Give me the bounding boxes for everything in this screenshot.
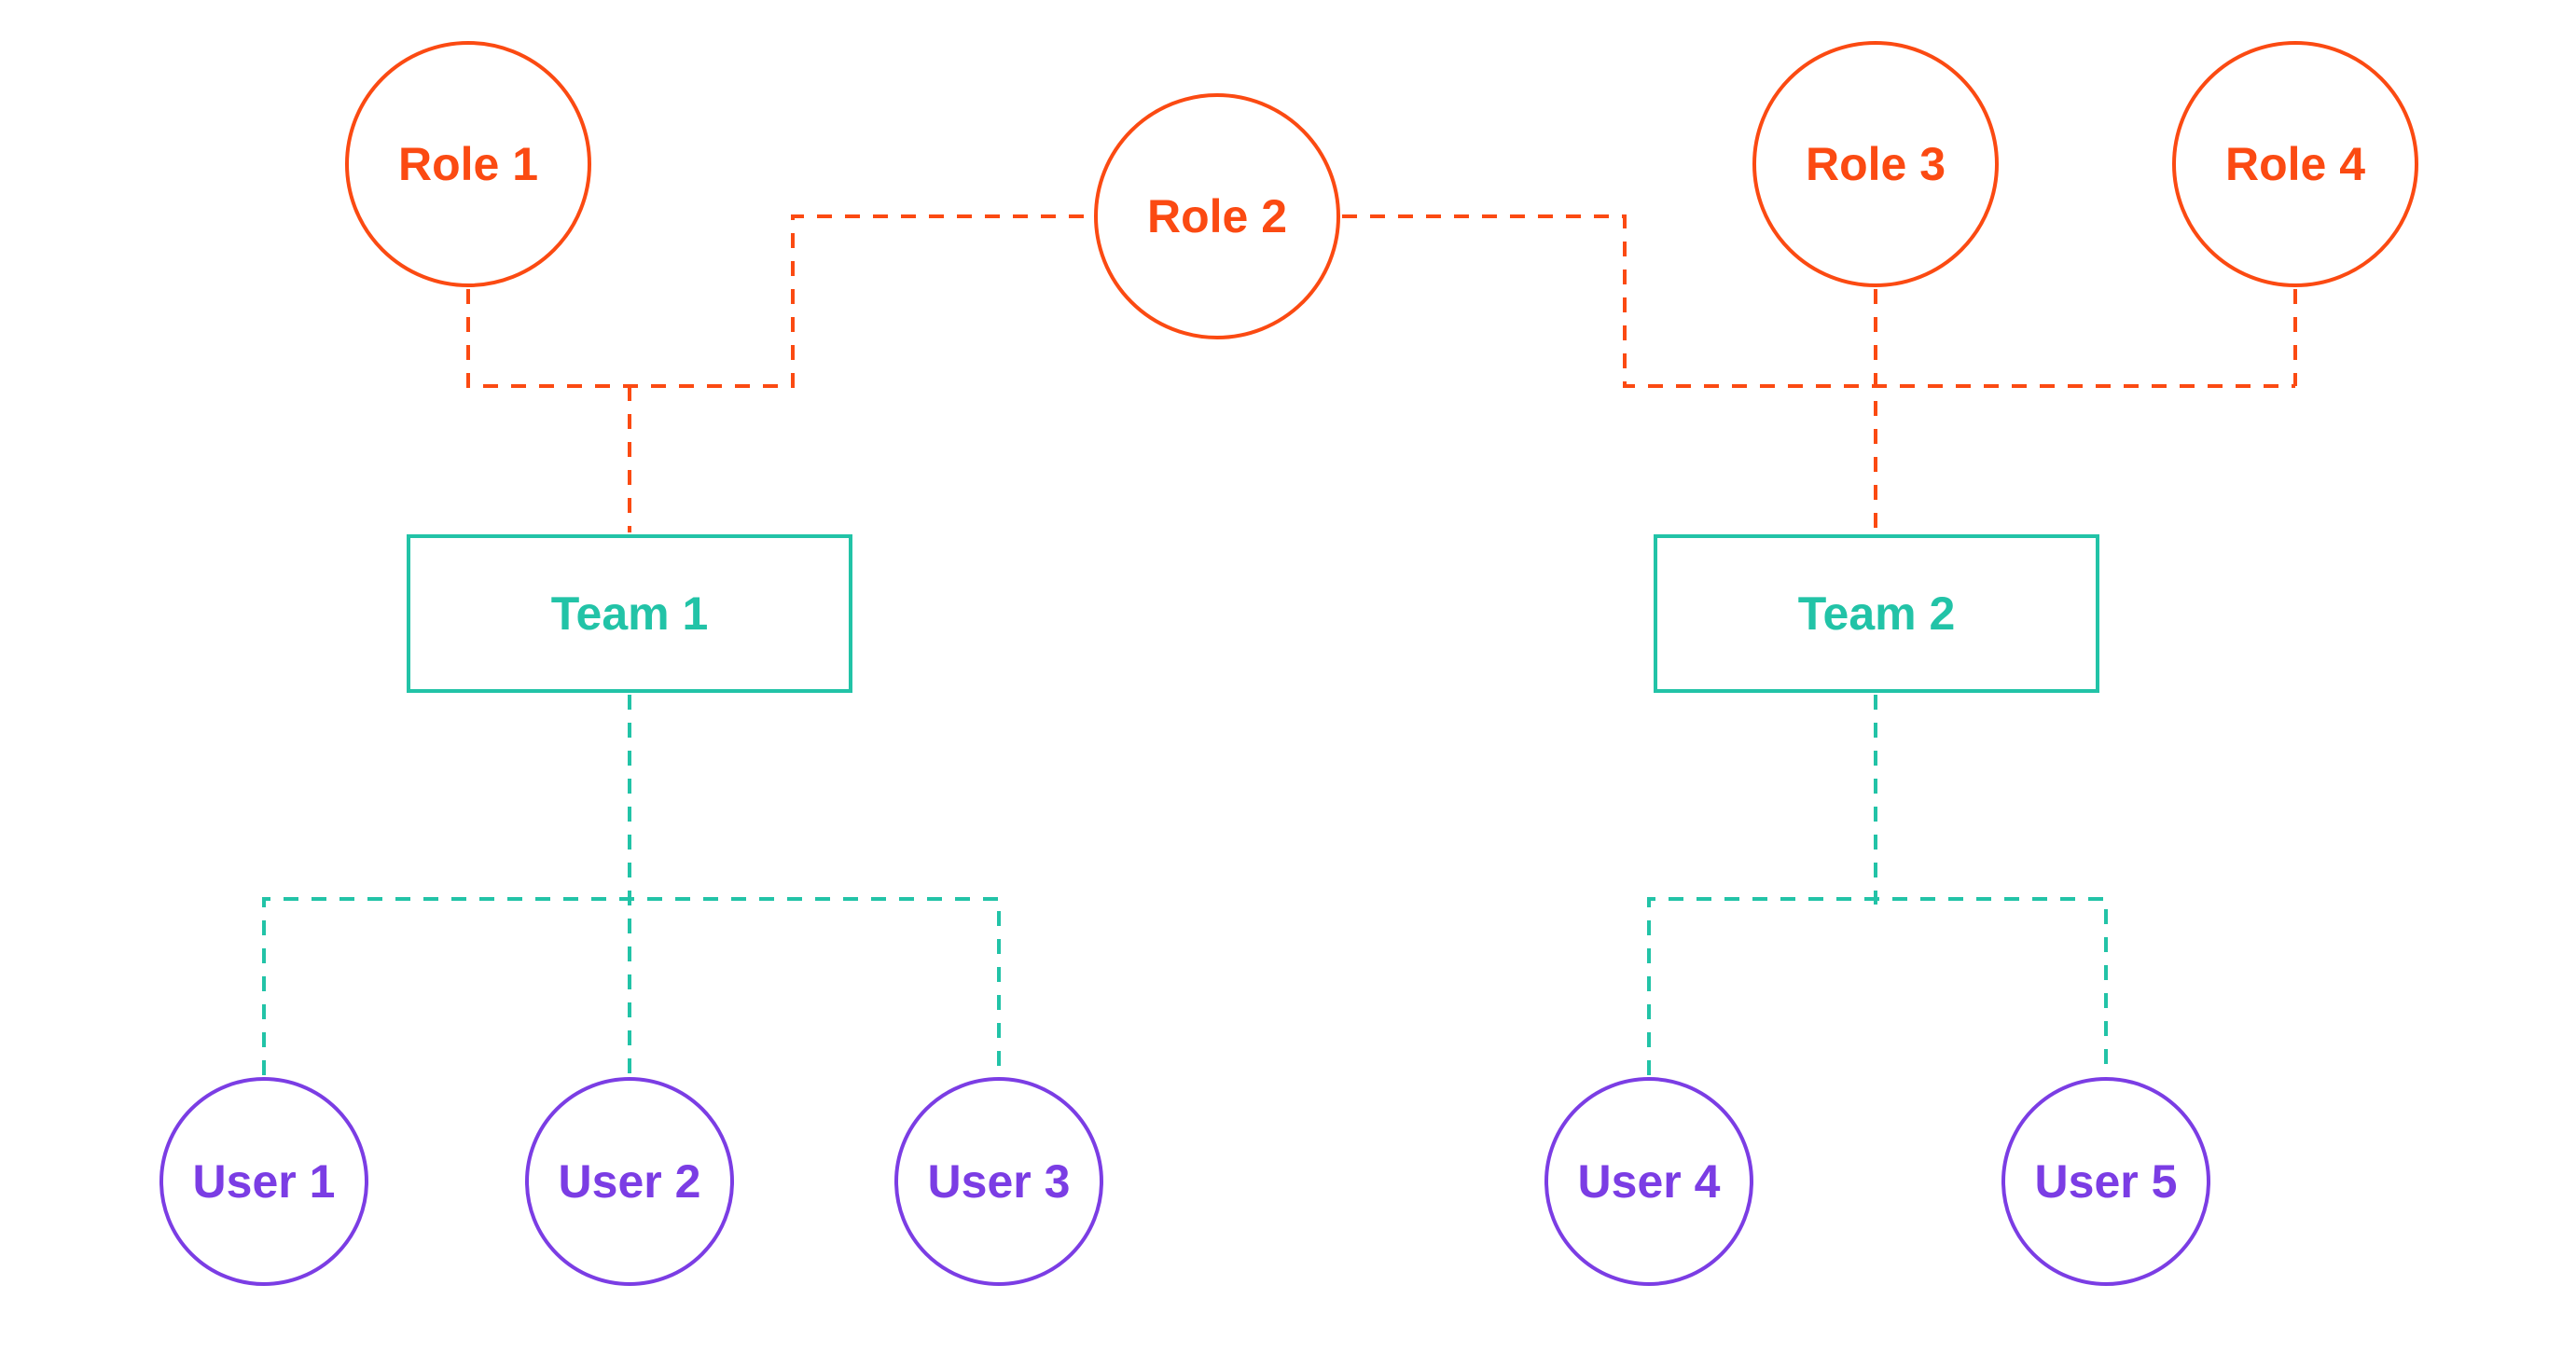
user-3-node: User 3 xyxy=(894,1077,1103,1286)
user-2-node: User 2 xyxy=(525,1077,734,1286)
role-4-label: Role 4 xyxy=(2224,138,2366,190)
role-2-node: Role 2 xyxy=(1094,93,1340,339)
role-1-node: Role 1 xyxy=(345,41,591,287)
user-4-label: User 4 xyxy=(1577,1155,1721,1208)
role1-to-role2-connector xyxy=(466,214,1092,388)
role-1-label: Role 1 xyxy=(397,138,539,190)
role-3-label: Role 3 xyxy=(1805,138,1946,190)
user-3-label: User 3 xyxy=(927,1155,1071,1208)
team-1-label: Team 1 xyxy=(550,587,709,640)
team1-users-bus-connector xyxy=(262,897,1001,1075)
team-1-node: Team 1 xyxy=(407,534,852,693)
user-1-label: User 1 xyxy=(192,1155,336,1208)
user-2-label: User 2 xyxy=(558,1155,701,1208)
user-1-node: User 1 xyxy=(159,1077,368,1286)
team-2-node: Team 2 xyxy=(1654,534,2099,693)
user-4-node: User 4 xyxy=(1544,1077,1753,1286)
role-2-label: Role 2 xyxy=(1146,190,1288,242)
team-2-label: Team 2 xyxy=(1797,587,1956,640)
role-4-node: Role 4 xyxy=(2172,41,2418,287)
role2-to-role4-connector xyxy=(1342,214,2295,388)
team2-users-bus-connector xyxy=(1647,897,2108,1075)
user-5-label: User 5 xyxy=(2034,1155,2178,1208)
role-3-node: Role 3 xyxy=(1752,41,1999,287)
user-5-node: User 5 xyxy=(2001,1077,2210,1286)
